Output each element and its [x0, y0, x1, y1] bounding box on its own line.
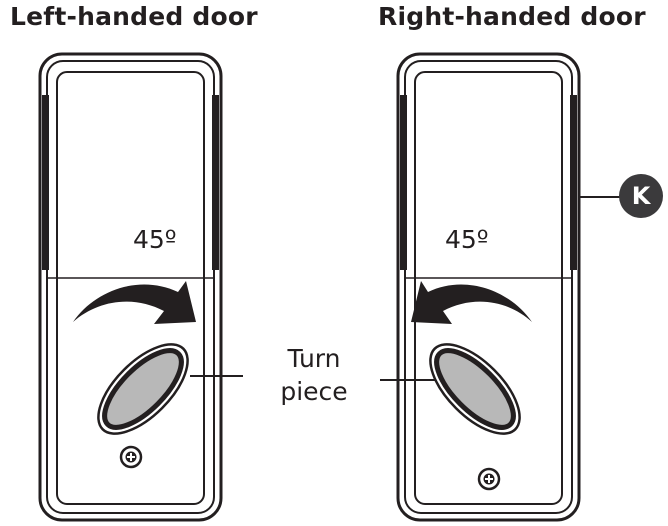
- right-lock: [396, 52, 581, 522]
- right-lock-side-rail: [570, 95, 577, 270]
- right-angle-label: 45º: [445, 225, 489, 254]
- counterclockwise-arrow-icon: [411, 281, 532, 324]
- callout-line-2: piece: [280, 377, 348, 406]
- right-door-title: Right-handed door: [378, 2, 646, 31]
- left-angle-label: 45º: [133, 225, 177, 254]
- left-lock-face: [56, 71, 205, 505]
- callout-line-1: Turn: [287, 344, 341, 373]
- part-k-badge: K: [619, 174, 663, 218]
- right-lock-inner-frame: [404, 60, 573, 514]
- left-lock-side-rail: [212, 95, 219, 270]
- left-lock: [38, 52, 223, 522]
- left-screw-icon: [119, 445, 143, 469]
- turn-piece-callout: Turn piece: [269, 342, 359, 408]
- left-lock-inner-frame: [46, 60, 215, 514]
- clockwise-arrow-icon: [73, 281, 196, 324]
- left-turn-piece: [97, 343, 189, 435]
- right-turn-piece: [429, 343, 521, 435]
- right-lock-side-rail: [400, 95, 407, 270]
- right-lock-outer-frame: [396, 52, 581, 522]
- right-screw-icon: [477, 467, 501, 491]
- left-door-title: Left-handed door: [10, 2, 258, 31]
- right-lock-face: [414, 71, 563, 505]
- left-lock-side-rail: [42, 95, 49, 270]
- left-lock-outer-frame: [38, 52, 223, 522]
